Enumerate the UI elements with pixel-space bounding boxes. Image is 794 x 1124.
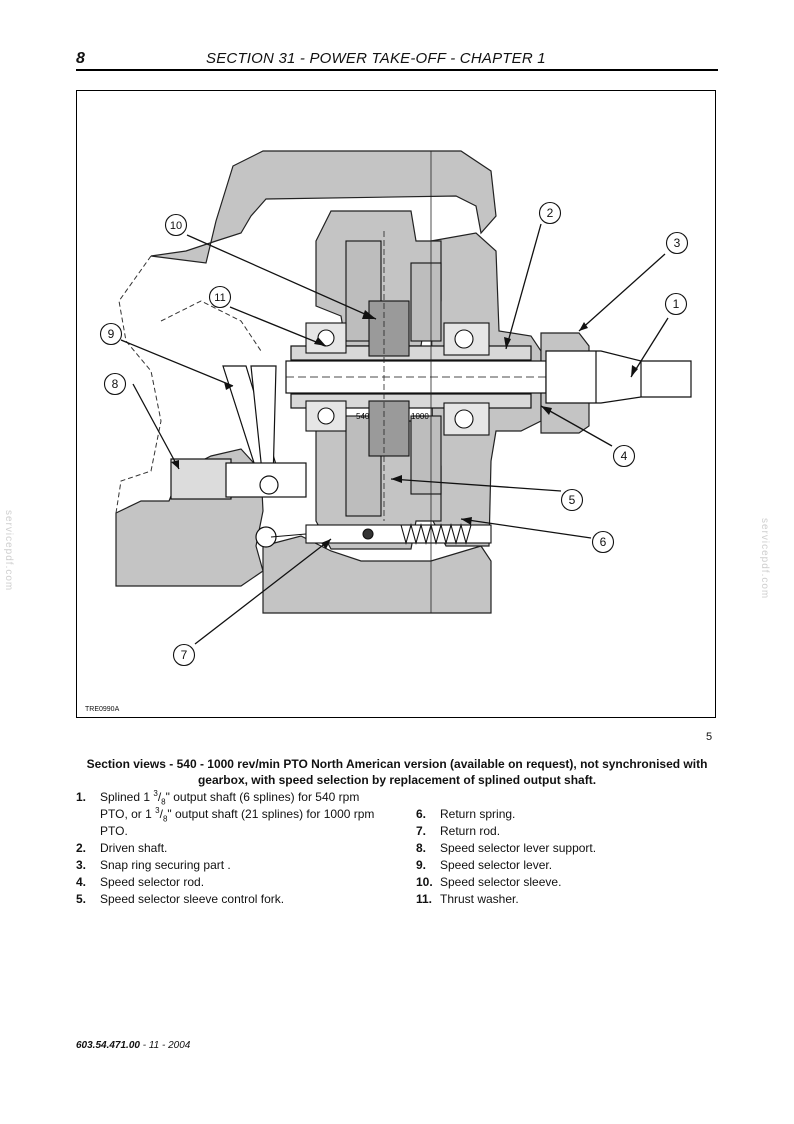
header-rule — [76, 69, 718, 71]
callout-circle-6 — [591, 530, 615, 554]
legend-item: 11.Thrust washer. — [416, 892, 519, 906]
page-number: 8 — [76, 50, 85, 67]
callout-2: 2 — [547, 206, 554, 220]
callout-circle-4 — [612, 444, 636, 468]
figure-number: 5 — [706, 731, 713, 743]
callout-9: 9 — [108, 327, 115, 341]
legend-item: 2.Driven shaft. — [76, 841, 168, 855]
callout-circle-8 — [103, 372, 127, 396]
watermark-left: servicepdf.com — [3, 510, 14, 592]
legend-item: 3.Snap ring securing part . — [76, 858, 231, 872]
legend-item: 10.Speed selector sleeve. — [416, 875, 562, 889]
legend-item: 8.Speed selector lever support. — [416, 841, 597, 855]
callout-5: 5 — [569, 493, 576, 507]
callout-circle-1 — [664, 292, 688, 316]
gear-label-1000: 1000 — [411, 412, 429, 421]
legend-item: 1. Splined 1 3/8" output shaft (6 spline… — [76, 789, 375, 839]
callout-circle-10 — [164, 213, 188, 237]
document-date: - 11 - 2004 — [139, 1040, 191, 1051]
callout-7: 7 — [181, 648, 188, 662]
callout-11: 11 — [214, 292, 225, 304]
legend-item: 7.Return rod. — [416, 824, 501, 838]
document-footer: 603.54.471.00 - 11 - 2004 — [76, 1040, 190, 1051]
callout-4: 4 — [621, 449, 628, 463]
gear-label-540: 540 — [356, 412, 370, 421]
figure-caption: Section views - 540 - 1000 rev/min PTO N… — [86, 757, 708, 787]
upper-housing — [150, 150, 497, 264]
legend-item: 6.Return spring. — [416, 807, 516, 821]
output-shaft — [545, 350, 692, 404]
return-spring — [400, 522, 472, 546]
callout-3: 3 — [674, 236, 681, 250]
legend-left: 1. Splined 1 3/8" output shaft (6 spline… — [76, 789, 386, 908]
pto-section-diagram: 540 1000 — [99, 150, 692, 667]
legend-item: 5.Speed selector sleeve control fork. — [76, 892, 285, 906]
callout-circle-7 — [172, 643, 196, 667]
callout-circle-9 — [99, 322, 123, 346]
legend-item: 4.Speed selector rod. — [76, 875, 205, 889]
figure-reference: TRE0990A — [85, 706, 120, 713]
callout-1: 1 — [673, 297, 680, 311]
callout-8: 8 — [112, 377, 119, 391]
document-code: 603.54.471.00 — [76, 1040, 140, 1051]
watermark-right: servicepdf.com — [759, 518, 770, 600]
callout-10: 10 — [170, 220, 182, 232]
callout-circle-2 — [538, 201, 562, 225]
callout-circle-5 — [560, 488, 584, 512]
legend-item: 9.Speed selector lever. — [416, 858, 553, 872]
legend-right: 6.Return spring. 7.Return rod. 8.Speed s… — [416, 806, 716, 908]
callout-6: 6 — [600, 535, 607, 549]
callout-circle-11 — [208, 285, 232, 309]
callout-circle-3 — [665, 231, 689, 255]
figure-frame: 540 1000 — [76, 90, 716, 718]
section-title: SECTION 31 - POWER TAKE-OFF - CHAPTER 1 — [206, 50, 546, 67]
